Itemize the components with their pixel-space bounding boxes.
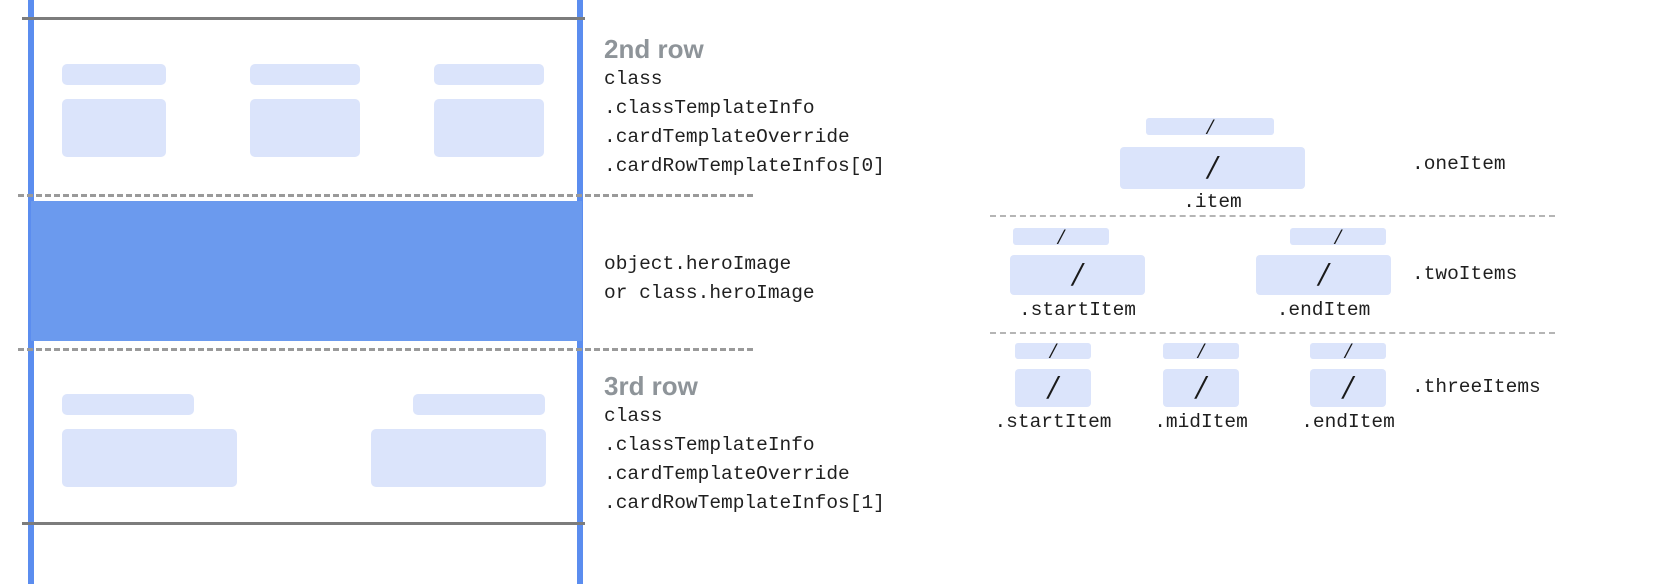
slash-icon: / [1057, 228, 1065, 245]
three-items-row-label: .threeItems [1412, 376, 1541, 398]
three-items-mid-label: .midItem [1154, 411, 1248, 433]
row3-item2-body-placeholder [371, 429, 546, 487]
hero-row-code-line-1: object.heroImage [604, 253, 792, 275]
second-row-code-line-2: .classTemplateInfo [604, 97, 815, 119]
three-items-end-label: .endItem [1301, 411, 1395, 433]
row2-item3-body-placeholder [434, 99, 544, 157]
item-group-separator-upper [990, 215, 1555, 217]
row-separator-upper [18, 194, 753, 197]
item-group-separator-lower [990, 332, 1555, 334]
slash-icon: / [1206, 118, 1214, 135]
slash-icon: / [1048, 369, 1058, 406]
row3-item2-title-placeholder [413, 394, 545, 415]
card-top-border [22, 17, 585, 20]
two-items-row-label: .twoItems [1412, 263, 1518, 285]
hero-row-code-line-2: or class.heroImage [604, 282, 815, 304]
second-row-annotation: 2nd row class .classTemplateInfo .cardTe… [604, 33, 885, 181]
third-row-code-line-2: .classTemplateInfo [604, 434, 815, 456]
three-items-start-big-box: / [1015, 369, 1091, 407]
one-item-small-box: / [1146, 118, 1274, 135]
second-row-code-line-3: .cardTemplateOverride [604, 126, 850, 148]
third-row-code-line-1: class [604, 405, 663, 427]
row2-item2-body-placeholder [250, 99, 360, 157]
two-items-end-label: .endItem [1276, 299, 1371, 321]
three-items-mid-big-box: / [1163, 369, 1239, 407]
third-row-title: 3rd row [604, 371, 698, 401]
three-items-end-big-box: / [1310, 369, 1386, 407]
hero-image-annotation: object.heroImage or class.heroImage [604, 250, 815, 308]
three-items-end-small-box: / [1310, 343, 1386, 359]
row2-item1-title-placeholder [62, 64, 166, 85]
two-items-start-small-box: / [1013, 228, 1109, 245]
three-items-start-label: .startItem [994, 411, 1112, 433]
second-row-code-line-1: class [604, 68, 663, 90]
card-bottom-border [22, 522, 585, 525]
row2-item3-title-placeholder [434, 64, 544, 85]
third-row-annotation: 3rd row class .classTemplateInfo .cardTe… [604, 370, 885, 518]
row2-item2-title-placeholder [250, 64, 360, 85]
row2-item1-body-placeholder [62, 99, 166, 157]
two-items-start-label: .startItem [1018, 299, 1137, 321]
two-items-start-big-box: / [1010, 255, 1145, 295]
row-separator-lower [18, 348, 753, 351]
slash-icon: / [1049, 343, 1057, 359]
slash-icon: / [1196, 369, 1206, 406]
card-template-diagram [0, 0, 600, 584]
row3-item1-body-placeholder [62, 429, 237, 487]
two-items-end-small-box: / [1290, 228, 1386, 245]
one-item-label: .item [1183, 191, 1242, 213]
item-layout-diagram: / / .item .oneItem / / .startItem / / .e… [960, 0, 1676, 584]
second-row-title: 2nd row [604, 34, 704, 64]
hero-image-band [31, 201, 582, 341]
three-items-start-small-box: / [1015, 343, 1091, 359]
third-row-code-line-3: .cardTemplateOverride [604, 463, 850, 485]
two-items-end-big-box: / [1256, 255, 1391, 295]
third-row-code-line-4: .cardRowTemplateInfos[1] [604, 492, 885, 514]
three-items-mid-small-box: / [1163, 343, 1239, 359]
slash-icon: / [1343, 369, 1353, 406]
slash-icon: / [1334, 228, 1342, 245]
slash-icon: / [1318, 256, 1329, 293]
slash-icon: / [1072, 256, 1083, 293]
second-row-code-line-4: .cardRowTemplateInfos[0] [604, 155, 885, 177]
slash-icon: / [1197, 343, 1205, 359]
one-item-row-label: .oneItem [1412, 153, 1506, 175]
one-item-big-box: / [1120, 147, 1305, 189]
slash-icon: / [1207, 149, 1218, 186]
slash-icon: / [1344, 343, 1352, 359]
row3-item1-title-placeholder [62, 394, 194, 415]
